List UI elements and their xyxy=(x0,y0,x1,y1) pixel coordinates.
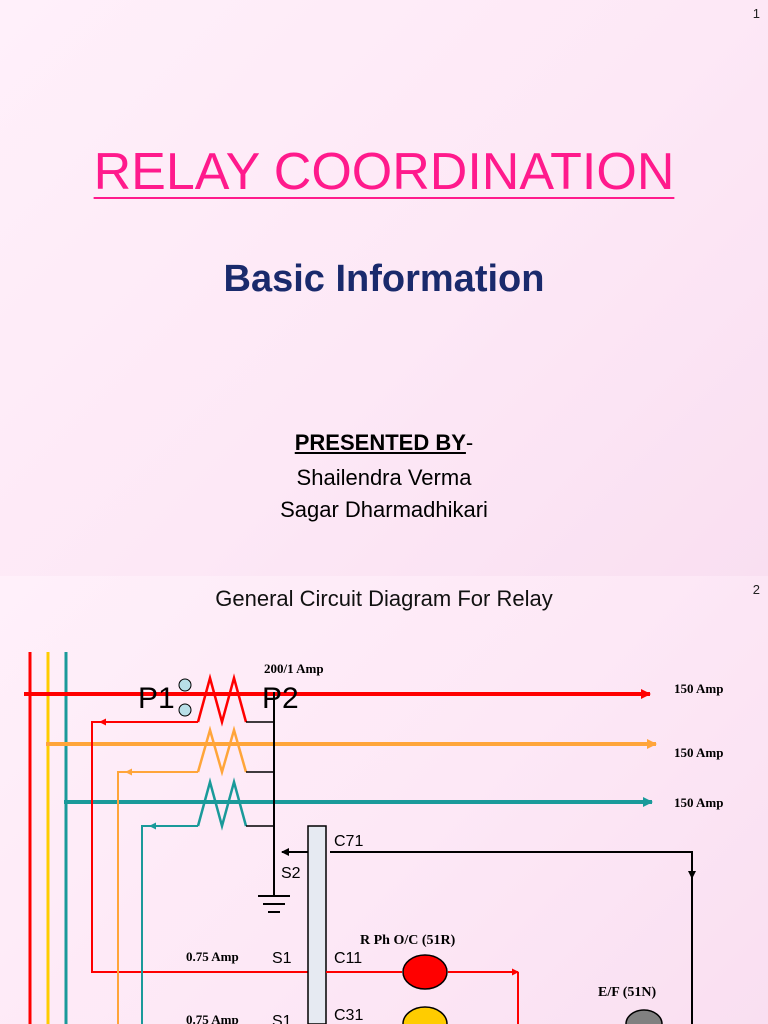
ct-ratio-label: 200/1 Amp xyxy=(264,661,324,676)
secondary-current-1: 0.75 Amp xyxy=(186,949,239,964)
circuit-diagram: 200/1 Amp P1 P2 150 Amp 150 Amp 150 Amp … xyxy=(24,652,723,1024)
p1-label: P1 xyxy=(138,682,175,715)
relay-r-label: R Ph O/C (51R) xyxy=(360,933,456,948)
page-number: 1 xyxy=(752,6,760,21)
secondary-current-2: 0.75 Amp xyxy=(186,1012,239,1024)
ct-coil-red xyxy=(196,673,248,727)
line-current-orange: 150 Amp xyxy=(674,745,723,760)
relay-ef-label: E/F (51N) xyxy=(598,985,657,1000)
presented-by-label: PRESENTED BY xyxy=(294,430,466,455)
presented-by: PRESENTED BY- xyxy=(0,430,768,456)
terminal-c11: C11 xyxy=(334,950,362,967)
p2-label: P2 xyxy=(262,682,299,715)
earth-symbol xyxy=(258,895,290,913)
relay-earth-fault xyxy=(625,1009,663,1024)
terminal-s1-b: S1 xyxy=(272,1013,292,1024)
page-number: 2 xyxy=(752,582,760,597)
c71-return-line xyxy=(330,851,693,1024)
ct-coil-orange xyxy=(196,725,248,777)
line-current-teal: 150 Amp xyxy=(674,795,723,810)
relay-r-phase xyxy=(402,954,448,990)
slide-subtitle: Basic Information xyxy=(223,258,545,300)
slide-1: 1 RELAY COORDINATION Basic Information P… xyxy=(0,0,768,576)
ct-coil-teal xyxy=(196,777,248,831)
p1-dot-bottom xyxy=(178,703,192,717)
terminal-s2: S2 xyxy=(281,865,301,882)
orange-secondary-line xyxy=(117,771,198,1024)
author-1: Shailendra Verma xyxy=(296,465,472,490)
terminal-c71: C71 xyxy=(334,833,363,850)
terminal-s1-a: S1 xyxy=(272,950,292,967)
slide-2: 2 General Circuit Diagram For Relay xyxy=(0,576,768,1024)
p1-dot-top xyxy=(178,678,192,692)
teal-secondary-line xyxy=(141,825,198,1024)
line-current-red: 150 Amp xyxy=(674,681,723,696)
slide-title: RELAY COORDINATION xyxy=(93,143,675,201)
red-secondary-line xyxy=(91,721,330,973)
presented-by-suffix: - xyxy=(465,430,474,455)
slide-title: General Circuit Diagram For Relay xyxy=(215,586,553,611)
author-2: Sagar Dharmadhikari xyxy=(280,497,488,522)
terminal-block xyxy=(307,825,327,1024)
relay-y-phase xyxy=(402,1006,448,1024)
terminal-c31: C31 xyxy=(334,1007,363,1024)
